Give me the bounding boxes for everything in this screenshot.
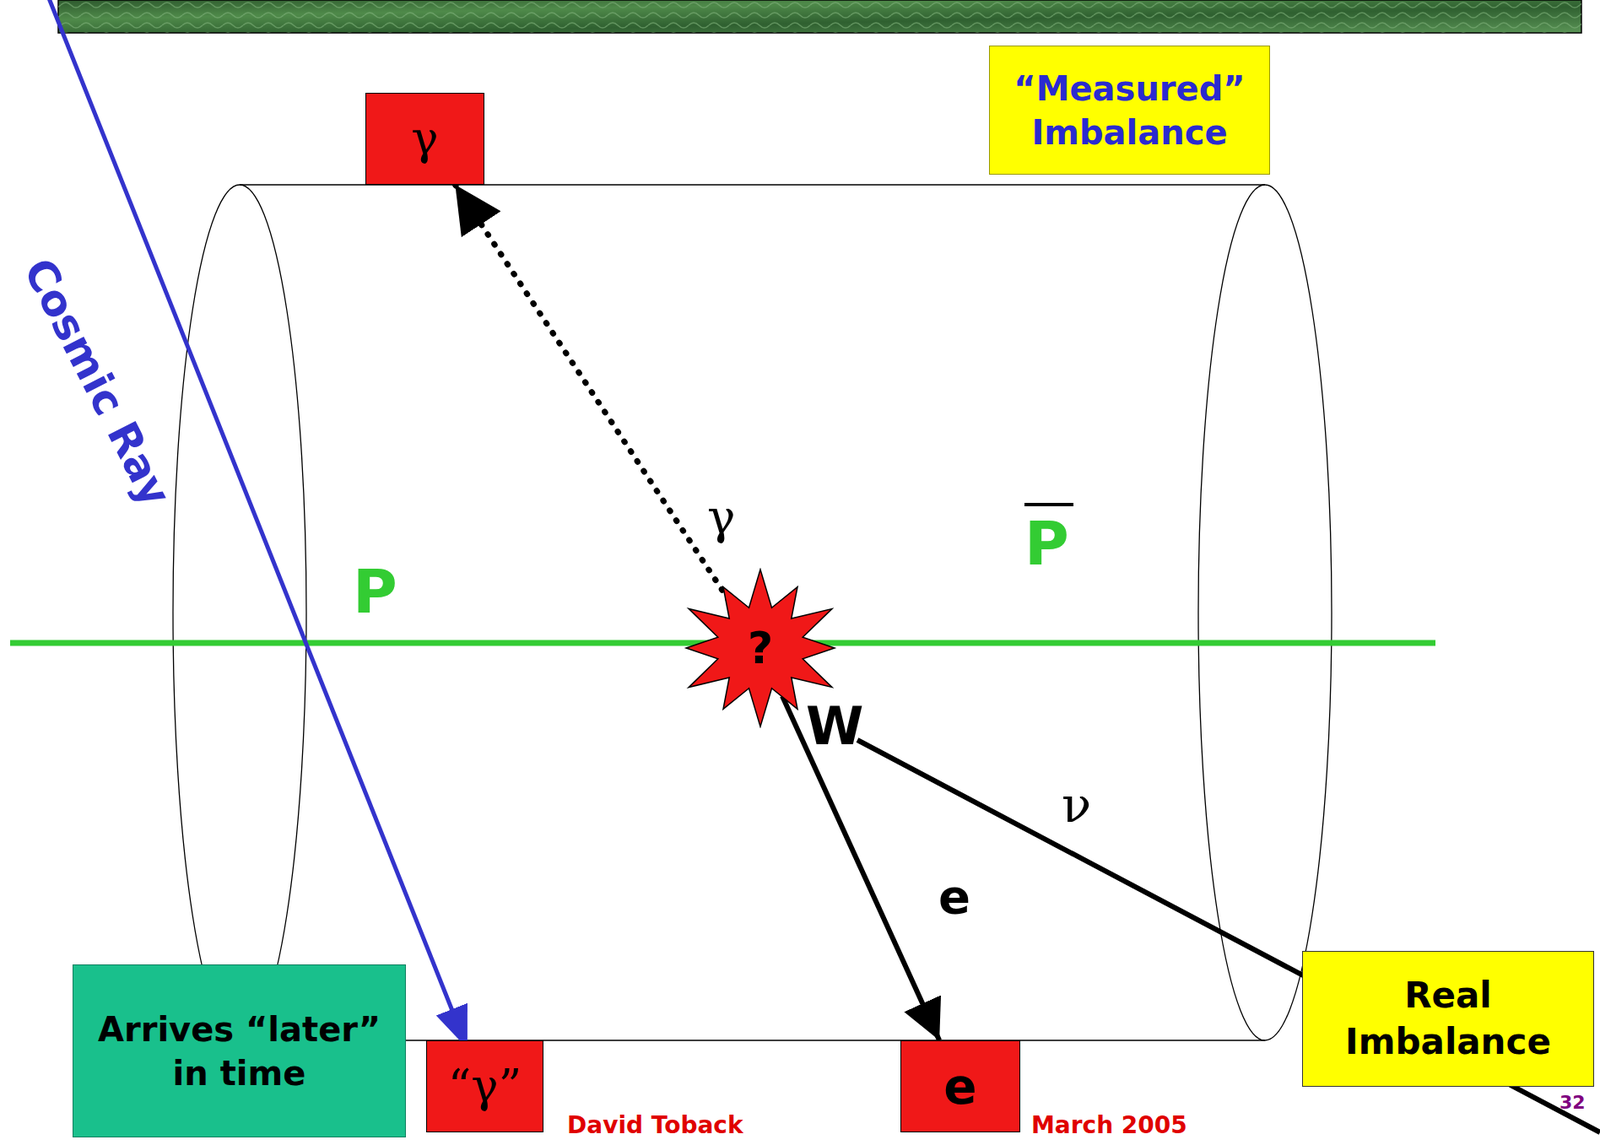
proton-label: P: [352, 561, 398, 622]
banner: [58, 0, 1582, 33]
electron-path: [782, 696, 940, 1041]
callout-box: “Measured” Imbalance: [989, 45, 1271, 175]
node-text: γ: [410, 112, 438, 166]
node-text: “γ”: [448, 1059, 523, 1114]
slide-number: 32: [1559, 1093, 1586, 1113]
calorimeter-hit: γ: [365, 92, 485, 185]
banner-texture: [58, 0, 1582, 33]
calorimeter-hit: e: [900, 1040, 1021, 1133]
photon-path: [454, 184, 729, 600]
callout-box: Arrives “later” in time: [72, 964, 406, 1138]
node-text: e: [943, 1058, 977, 1116]
node-text: ?: [747, 622, 773, 674]
author: David Toback: [567, 1113, 744, 1138]
w-boson-label: W: [805, 700, 864, 753]
detector-cylinder: [172, 184, 1332, 1041]
calorimeter-hit: “γ”: [426, 1040, 544, 1133]
pbar-overline: [1024, 502, 1074, 507]
date: March 2005: [1031, 1113, 1188, 1138]
node-text: Real Imbalance: [1313, 972, 1584, 1065]
photon-label: γ: [707, 493, 736, 541]
neutrino-label: ν: [1061, 780, 1092, 830]
node-text: Arrives “later” in time: [83, 1007, 395, 1096]
antiproton-label: P: [1024, 513, 1070, 574]
node-text: “Measured” Imbalance: [1000, 66, 1260, 155]
callout-box: Real Imbalance: [1302, 951, 1595, 1087]
neutrino-track: [857, 740, 1600, 1133]
electron-label: e: [938, 873, 971, 921]
cosmic-ray-label: Cosmic Ray: [16, 252, 178, 513]
